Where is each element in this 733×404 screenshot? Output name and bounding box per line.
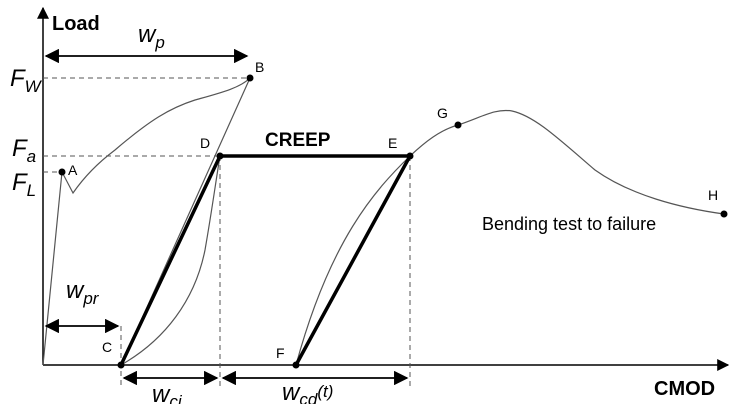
label-wcd: wcd(t): [282, 379, 333, 404]
unloading-e-f-curve: [295, 155, 411, 366]
x-axis-title: CMOD: [654, 378, 715, 400]
point-g: [454, 121, 462, 129]
label-fa: Fa: [12, 135, 36, 166]
bending-test-note: Bending test to failure: [482, 214, 656, 234]
label-wp: wp: [138, 21, 165, 52]
label-wpr: wpr: [66, 277, 100, 308]
point-h: [720, 210, 728, 218]
label-a: A: [68, 162, 78, 178]
initial-loading-curve: [42, 77, 251, 366]
label-e: E: [388, 135, 397, 151]
post-creep-failure-curve: [409, 109, 725, 215]
point-c: [117, 361, 125, 369]
reloading-c-d-curve: [120, 155, 221, 366]
creep-label: CREEP: [265, 130, 331, 151]
y-axis-title: Load: [52, 13, 100, 35]
label-d: D: [200, 135, 210, 151]
unloading-line-e-f: [294, 154, 412, 367]
label-h: H: [708, 187, 718, 203]
point-e: [406, 152, 414, 160]
label-g: G: [437, 105, 448, 121]
point-f: [292, 361, 300, 369]
point-b: [246, 74, 254, 82]
reloading-line-c-d: [119, 154, 222, 367]
label-fw: FW: [10, 65, 43, 96]
label-fl: FL: [12, 169, 36, 200]
label-wci: wci: [152, 381, 183, 404]
label-b: B: [255, 59, 264, 75]
point-a: [58, 168, 66, 176]
label-f: F: [276, 345, 285, 361]
point-d: [216, 152, 224, 160]
label-c: C: [102, 339, 112, 355]
